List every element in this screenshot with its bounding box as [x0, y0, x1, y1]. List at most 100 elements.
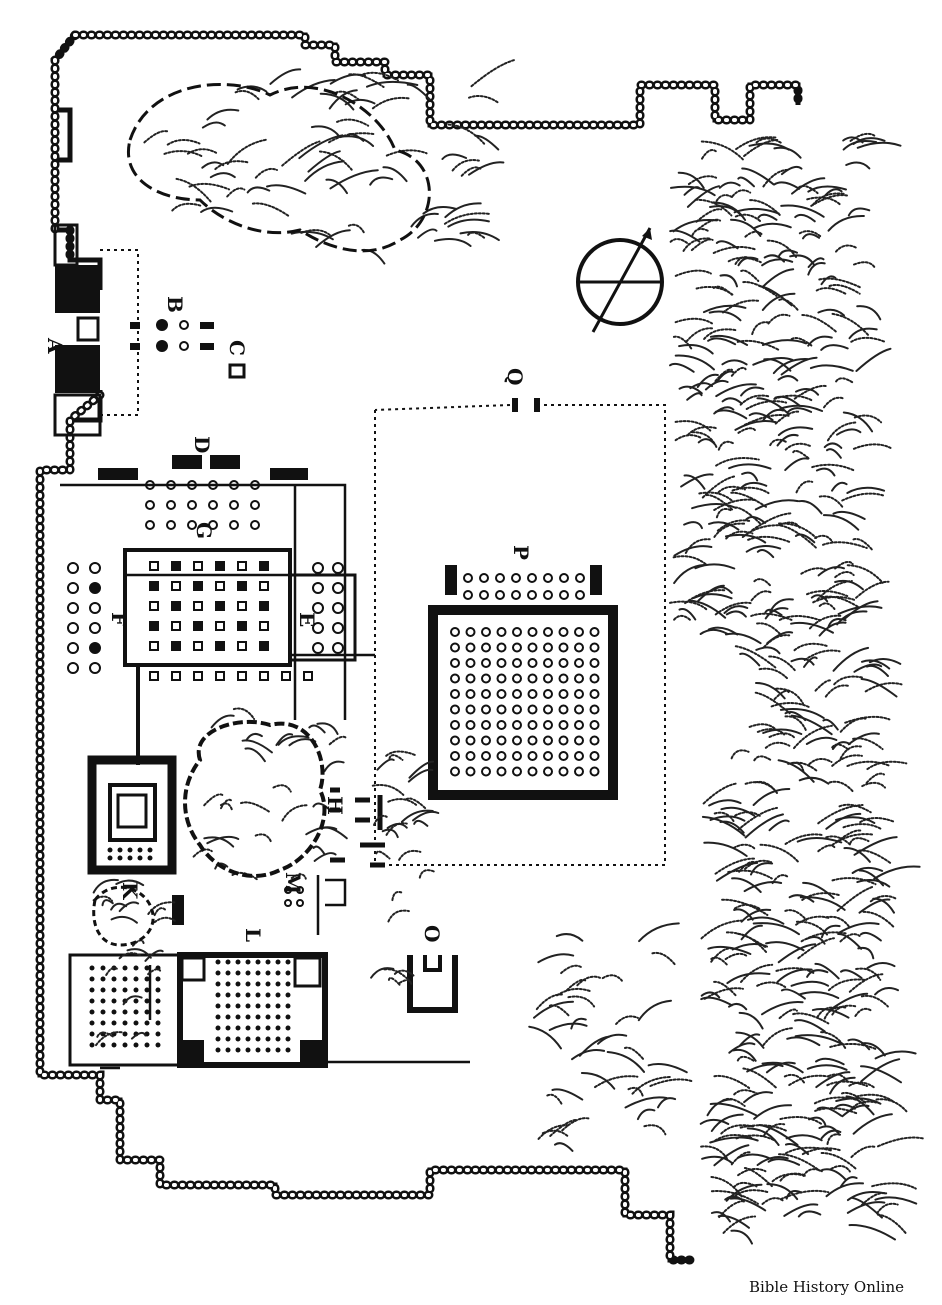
terrain-stroke	[755, 681, 786, 700]
terrain-stroke	[756, 1155, 789, 1166]
hall-column	[89, 987, 95, 993]
hall-column	[465, 673, 476, 684]
hall-column	[527, 735, 538, 746]
palace-column	[229, 520, 239, 530]
hall-column	[89, 1009, 95, 1015]
terrain-stroke	[441, 153, 468, 160]
terrain-stroke	[767, 313, 791, 325]
terrain-stroke	[826, 1133, 843, 1145]
terrain-stroke	[846, 760, 890, 767]
terrain-stroke	[673, 545, 713, 557]
terrain-stroke	[808, 614, 843, 630]
terrain-stroke	[695, 286, 734, 296]
terrain-stroke	[740, 963, 774, 983]
terrain-stroke	[793, 724, 833, 750]
terrain-stroke	[747, 535, 791, 543]
terrain-stroke	[744, 230, 764, 238]
terrain-stroke	[740, 924, 763, 941]
terrain-stroke	[831, 754, 863, 767]
hall-column	[589, 766, 600, 777]
terrain-stroke	[537, 1124, 570, 1140]
hall-column	[89, 976, 95, 982]
terrain-stroke	[784, 1146, 833, 1155]
terrain-stroke	[730, 366, 747, 377]
hall-column	[450, 704, 460, 715]
terrain-stroke	[385, 750, 417, 757]
terrain-stroke	[818, 277, 863, 289]
terrain-stroke	[323, 760, 345, 773]
terrain-stroke	[728, 463, 772, 470]
palace-pillar	[215, 621, 225, 631]
terrain-stroke	[773, 689, 790, 701]
terrain-stroke	[790, 714, 833, 736]
hall-column	[111, 998, 117, 1004]
hall-column	[255, 970, 261, 976]
terrain-stroke	[872, 897, 895, 914]
terrain-stroke	[678, 385, 703, 395]
palace-pillar	[149, 671, 159, 681]
hall-column	[450, 658, 460, 668]
terrain-stroke	[669, 238, 690, 246]
terrain-stroke	[874, 1196, 918, 1205]
terrain-stroke	[709, 1102, 758, 1117]
hall-column	[589, 689, 600, 699]
terrain-stroke	[310, 125, 341, 138]
terrain-stroke	[795, 480, 814, 494]
terrain-stroke	[851, 1196, 883, 1219]
terrain-stroke	[715, 194, 734, 202]
terrain-stroke	[728, 1042, 756, 1054]
hall-column	[275, 1014, 281, 1020]
hall-column	[122, 1031, 128, 1037]
terrain-stroke	[755, 646, 781, 655]
terrain-stroke	[687, 426, 719, 436]
hall-column	[265, 1003, 271, 1009]
terrain-stroke	[709, 1136, 759, 1144]
terrain-stroke	[329, 169, 379, 190]
hall-column	[265, 1025, 271, 1031]
palace-column	[208, 500, 218, 510]
terrain-stroke	[762, 728, 803, 735]
hall-column	[285, 1036, 291, 1042]
terrain-stroke	[710, 1113, 744, 1132]
terrain-stroke	[312, 845, 326, 856]
terrain-stroke	[406, 83, 431, 101]
building-o	[407, 955, 458, 1013]
terrain-stroke	[347, 223, 366, 236]
terrain-stroke	[835, 377, 855, 385]
terrain-stroke	[743, 414, 790, 426]
palace-pillar	[171, 621, 181, 631]
hall-column	[574, 766, 584, 777]
hall-column	[144, 1020, 150, 1026]
hall-column	[235, 1047, 241, 1053]
hall-column	[465, 751, 476, 761]
terrain-stroke	[300, 229, 332, 237]
terrain-stroke	[717, 440, 735, 451]
terrain-stroke	[860, 994, 889, 1008]
hall-column	[275, 1025, 281, 1031]
terrain-stroke	[201, 121, 226, 129]
terrain-stroke	[798, 991, 840, 999]
hall-column	[527, 704, 538, 715]
terrain-stroke	[777, 943, 817, 964]
terrain-stroke	[719, 820, 745, 834]
outer-wall	[35, 30, 803, 1265]
terrain-stroke	[853, 414, 883, 424]
hall-column	[512, 704, 522, 715]
terrain-stroke	[842, 411, 874, 433]
palace-pillar	[259, 601, 269, 611]
terrain-stroke	[737, 427, 757, 434]
terrain-stroke	[817, 566, 845, 577]
terrain-stroke	[865, 772, 885, 784]
hall-column	[512, 735, 522, 746]
hall-column	[245, 1047, 251, 1053]
hall-column	[512, 658, 522, 668]
hall-column	[235, 959, 241, 965]
hall-column	[527, 642, 538, 653]
hall-column	[481, 766, 491, 777]
terrain-stroke	[700, 996, 733, 1007]
terrain-stroke	[802, 1168, 823, 1177]
terrain-stroke	[723, 605, 749, 614]
terrain-stroke	[810, 594, 829, 603]
palace-pillar	[149, 601, 159, 611]
